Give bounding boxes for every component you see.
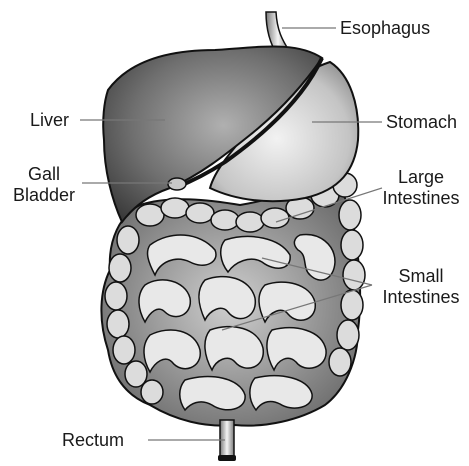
label-stomach: Stomach [386,112,457,133]
label-large-intestines-line2: Intestines [374,188,468,209]
label-rectum: Rectum [62,430,124,451]
gall-bladder-shape [168,178,186,190]
label-large-intestines: Large Intestines [374,167,468,209]
label-gall-bladder-line2: Bladder [8,185,80,206]
label-small-intestines: Small Intestines [374,266,468,308]
label-small-intestines-line1: Small [374,266,468,287]
rectum-shape [220,420,234,458]
label-gall-bladder: Gall Bladder [8,164,80,206]
label-liver: Liver [30,110,69,131]
label-large-intestines-line1: Large [374,167,468,188]
label-gall-bladder-line1: Gall [8,164,80,185]
label-esophagus: Esophagus [340,18,430,39]
label-small-intestines-line2: Intestines [374,287,468,308]
